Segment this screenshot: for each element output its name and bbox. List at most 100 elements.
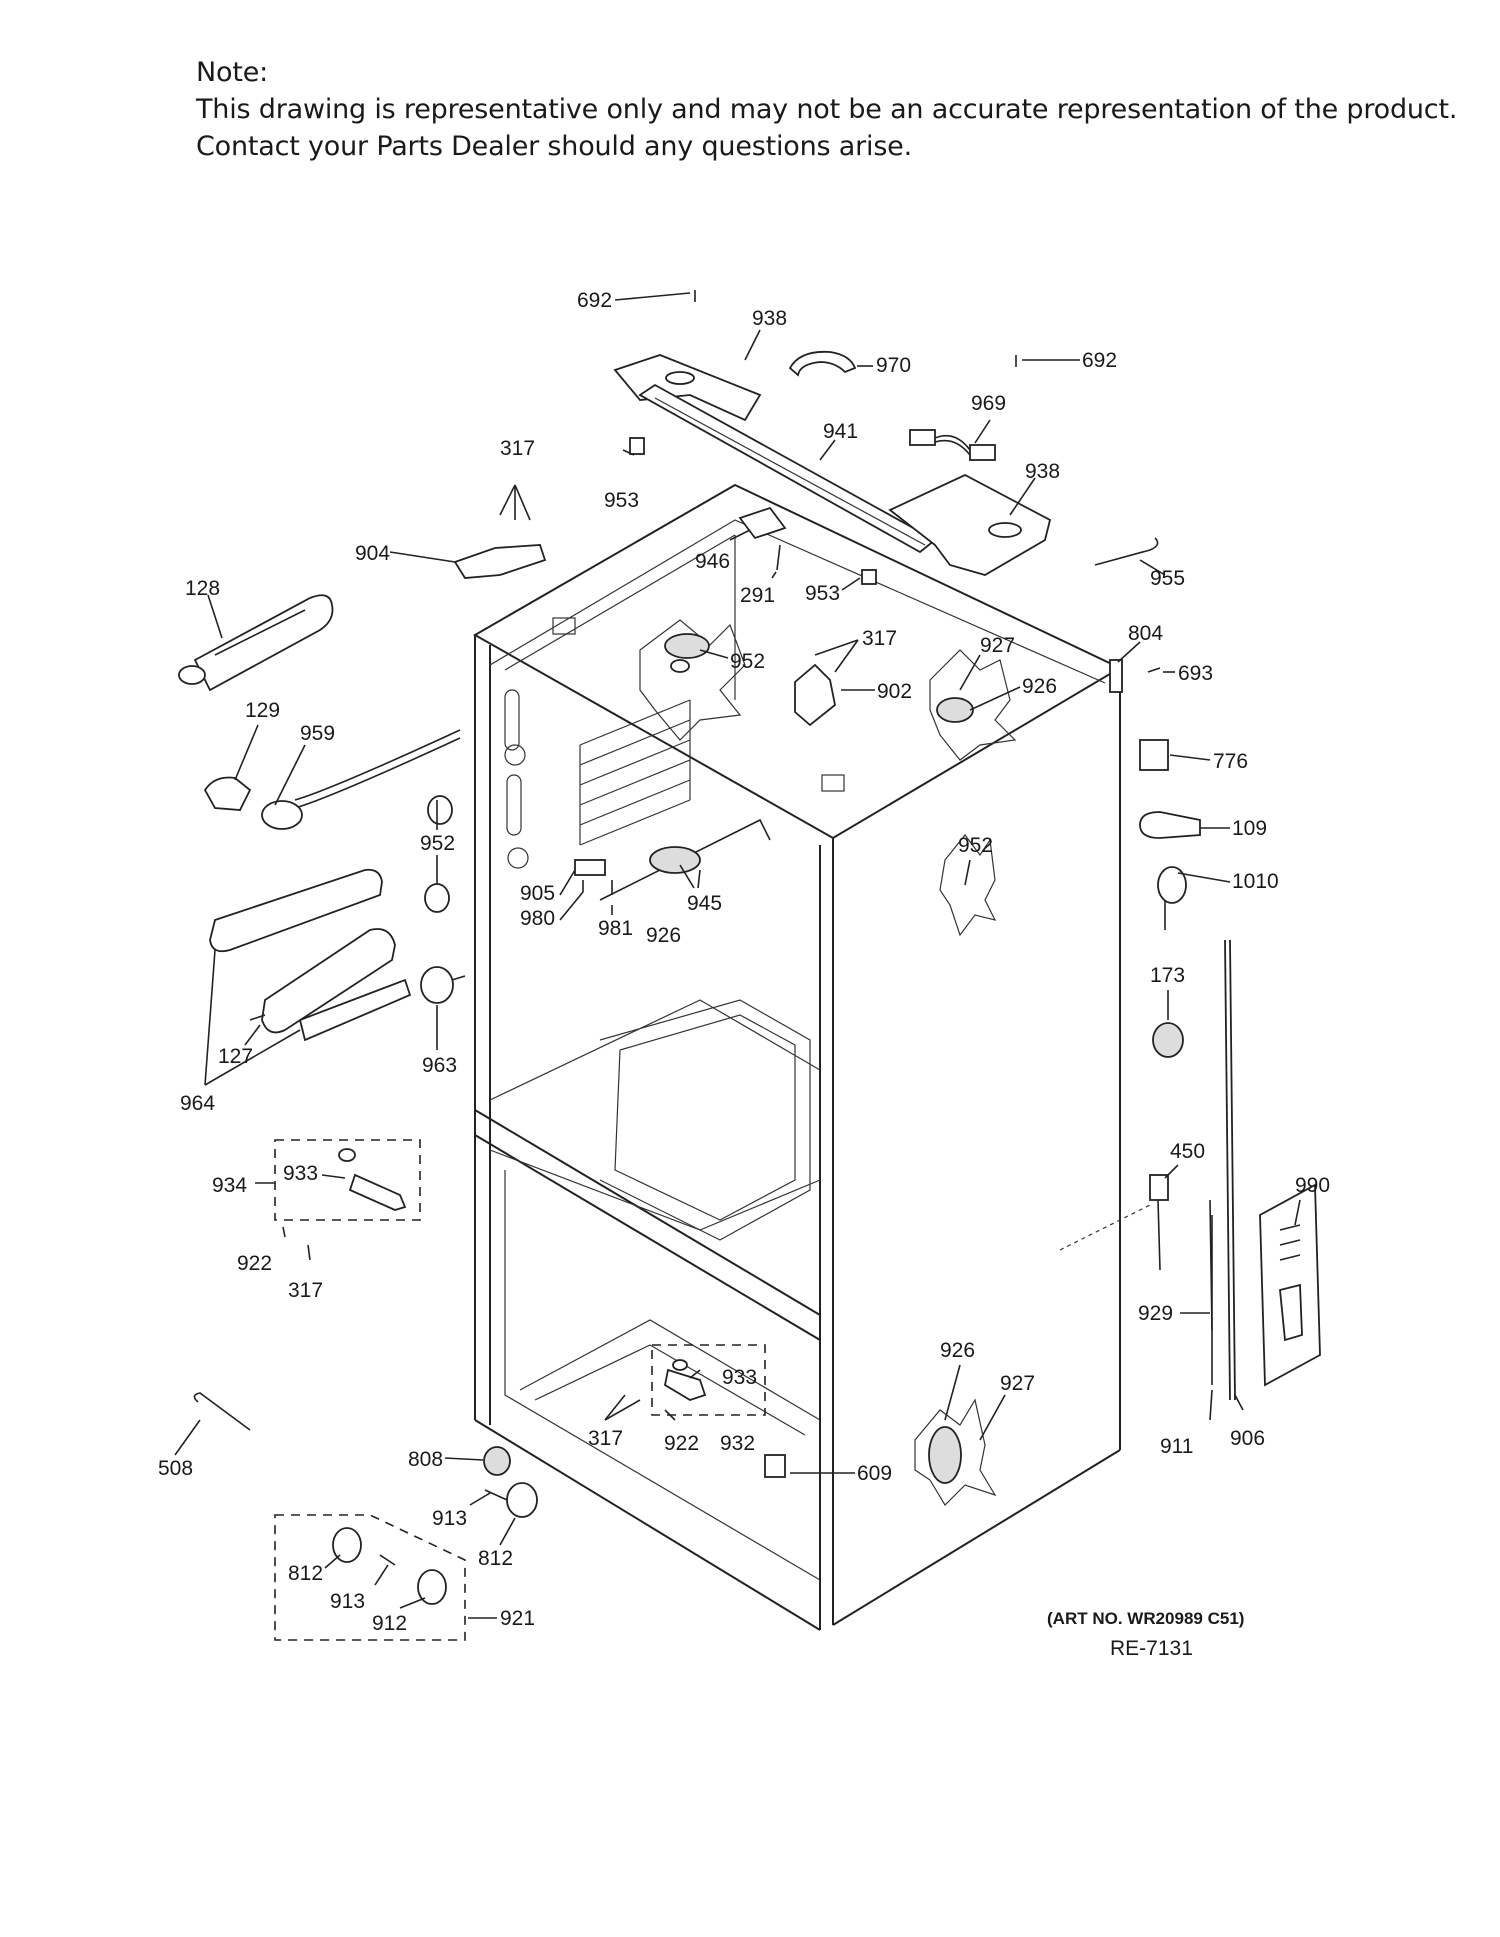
callout-812: 812 <box>288 1562 323 1585</box>
part-812-wheel-b <box>332 1527 362 1563</box>
part-952-grommet-left-a <box>427 795 453 825</box>
note-line-1: This drawing is representative only and … <box>196 94 1458 125</box>
evaporator-coils <box>579 699 691 846</box>
part-693-screw <box>1147 667 1161 673</box>
callout-913: 913 <box>432 1507 467 1530</box>
part-128-dispenser <box>178 594 334 692</box>
art-number: (ART NO. WR20989 C51) <box>1047 1609 1244 1628</box>
part-926-grille-top <box>936 697 974 723</box>
disclaimer-note: Note: This drawing is representative onl… <box>196 54 1458 165</box>
callout-905: 905 <box>520 882 555 905</box>
kit-934-outline <box>274 1139 421 1221</box>
callout-964: 964 <box>180 1092 215 1115</box>
callout-922: 922 <box>664 1432 699 1455</box>
callout-109: 109 <box>1232 817 1267 840</box>
part-776-clip <box>1139 739 1169 771</box>
part-127-filter <box>249 928 396 1034</box>
callout-904: 904 <box>355 542 390 565</box>
callout-317: 317 <box>288 1279 323 1302</box>
callout-609: 609 <box>857 1462 892 1485</box>
part-938-right-cover <box>888 473 1052 576</box>
callout-953: 953 <box>604 489 639 512</box>
part-941-channel <box>638 383 937 554</box>
callout-932: 932 <box>720 1432 755 1455</box>
callout-990: 990 <box>1295 1174 1330 1197</box>
part-812-wheel-a <box>506 1482 538 1518</box>
part-933-hinge-left <box>338 1148 407 1211</box>
callout-934: 934 <box>212 1174 247 1197</box>
drain-tube-dashed <box>1059 1204 1151 1251</box>
callout-952: 952 <box>730 650 765 673</box>
insulation-patch-952-side <box>939 834 997 937</box>
callout-128: 128 <box>185 577 220 600</box>
callout-926: 926 <box>1022 675 1057 698</box>
part-963-knob <box>420 966 466 1004</box>
callout-952: 952 <box>958 834 993 857</box>
callout-933: 933 <box>722 1366 757 1389</box>
callout-981: 981 <box>598 917 633 940</box>
callout-911: 911 <box>1160 1435 1193 1458</box>
leader-lines <box>174 292 1301 1619</box>
callout-921: 921 <box>500 1607 535 1630</box>
part-959-tube <box>261 729 461 830</box>
part-922-screw-left <box>282 1226 286 1238</box>
kit-932-outline <box>651 1344 766 1416</box>
callout-508: 508 <box>158 1457 193 1480</box>
part-926-grille-side <box>928 1426 962 1484</box>
callout-317: 317 <box>588 1427 623 1450</box>
part-129-valve <box>203 776 252 811</box>
refrigerator-cabinet <box>472 483 1123 1631</box>
part-929-rod <box>1209 1199 1213 1331</box>
part-109-clamp <box>1139 811 1201 839</box>
callout-963: 963 <box>422 1054 457 1077</box>
part-808-roller <box>483 1446 511 1476</box>
callout-173: 173 <box>1150 964 1185 987</box>
part-952-grommet-left-b <box>424 883 450 913</box>
part-926-grille-center <box>649 846 701 874</box>
callout-291: 291 <box>740 584 775 607</box>
callout-812: 812 <box>478 1547 513 1570</box>
callout-127: 127 <box>218 1045 253 1068</box>
callout-692: 692 <box>1082 349 1117 372</box>
insulation-patch-927-side <box>914 1398 997 1506</box>
callout-1010: 1010 <box>1232 870 1279 893</box>
kit-921-outline <box>274 1514 466 1641</box>
part-450-bracket <box>1149 1174 1169 1271</box>
part-970-harness <box>788 350 857 377</box>
part-508-wrench <box>193 1392 251 1431</box>
callout-926: 926 <box>940 1339 975 1362</box>
callout-945: 945 <box>687 892 722 915</box>
callout-906: 906 <box>1230 1427 1265 1450</box>
part-609-block <box>764 1454 786 1478</box>
part-317-screws-left <box>307 1244 311 1261</box>
callout-450: 450 <box>1170 1140 1205 1163</box>
part-804-strip <box>1109 659 1123 693</box>
part-938-left-cover <box>613 354 762 422</box>
drawing-reference: RE-7131 <box>1110 1637 1193 1660</box>
callout-913: 913 <box>330 1590 365 1613</box>
note-heading: Note: <box>196 57 269 88</box>
callout-953: 953 <box>805 582 840 605</box>
callout-969: 969 <box>971 392 1006 415</box>
callout-926: 926 <box>646 924 681 947</box>
part-904-bracket <box>453 544 547 579</box>
part-955-clip <box>1094 537 1159 566</box>
callout-941: 941 <box>823 420 858 443</box>
callout-808: 808 <box>408 1448 443 1471</box>
part-291-screw <box>776 544 781 571</box>
part-1010-plug <box>1157 866 1187 930</box>
callout-946: 946 <box>695 550 730 573</box>
insulation-patch-927-top <box>929 649 1017 761</box>
callout-933: 933 <box>283 1162 318 1185</box>
callout-927: 927 <box>1000 1372 1035 1395</box>
callout-129: 129 <box>245 699 280 722</box>
callout-317: 317 <box>500 437 535 460</box>
callout-317: 317 <box>862 627 897 650</box>
callout-693: 693 <box>1178 662 1213 685</box>
callout-912: 912 <box>372 1612 407 1635</box>
part-969-harness <box>909 429 996 461</box>
callout-970: 970 <box>876 354 911 377</box>
part-952-grommet-top <box>664 633 710 659</box>
part-953-clip-b <box>861 569 877 585</box>
